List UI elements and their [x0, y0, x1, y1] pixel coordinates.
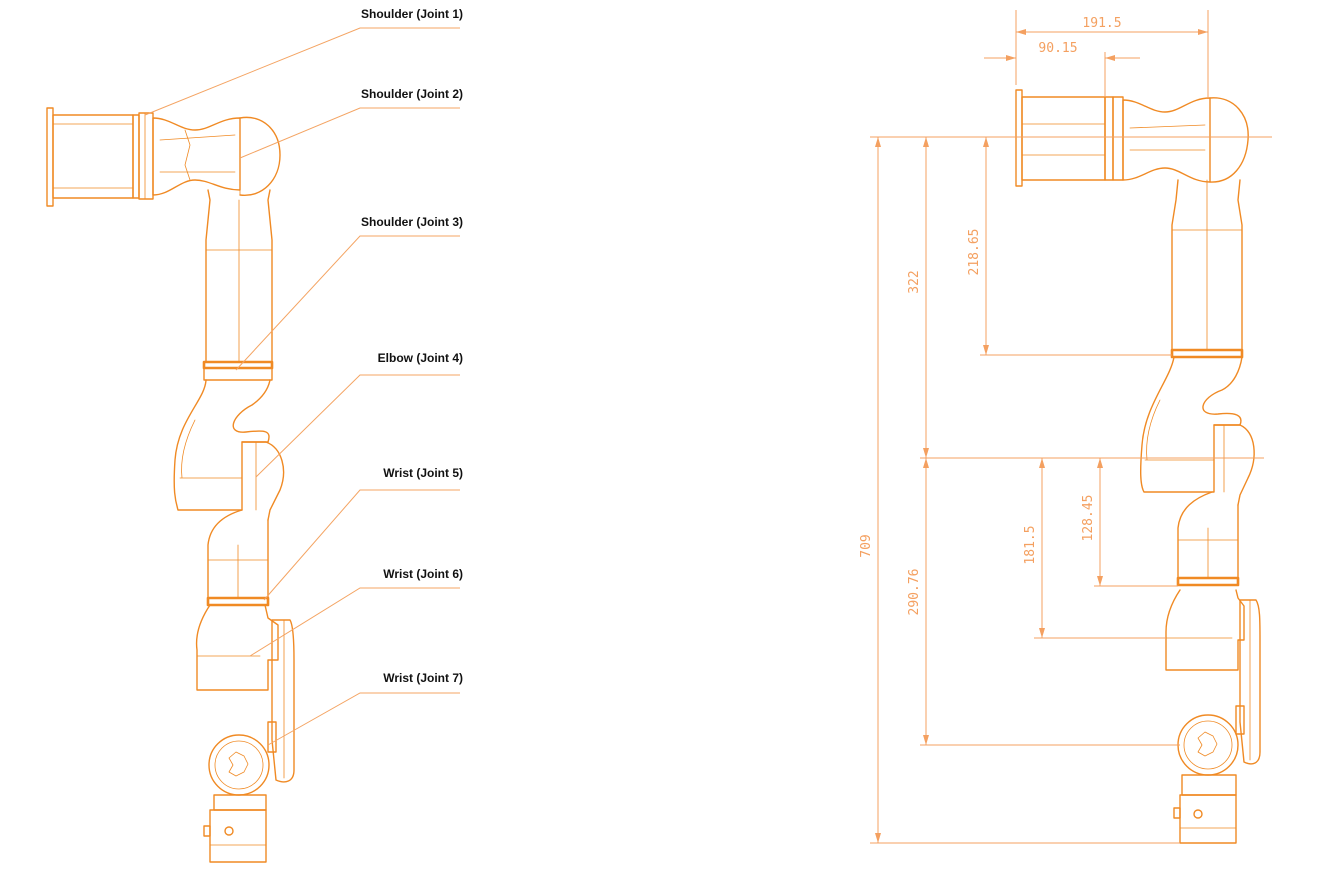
- dim-322: 322: [907, 270, 922, 293]
- dim-90-15: 90.15: [1038, 41, 1077, 56]
- dimension-values: 191.5 90.15 709 322 218.65 290.76 181.5 …: [859, 16, 1122, 615]
- dimension-lines: [870, 10, 1272, 844]
- dim-181-5: 181.5: [1023, 525, 1038, 564]
- label-elbow-joint-4: Elbow (Joint 4): [378, 351, 463, 365]
- leader-lines: [144, 27, 460, 746]
- dim-290-76: 290.76: [907, 569, 922, 616]
- label-shoulder-joint-1: Shoulder (Joint 1): [361, 7, 463, 21]
- dim-218-65: 218.65: [967, 229, 982, 276]
- joint-labels: Shoulder (Joint 1) Shoulder (Joint 2) Sh…: [361, 7, 463, 685]
- label-shoulder-joint-2: Shoulder (Joint 2): [361, 87, 463, 101]
- label-wrist-joint-6: Wrist (Joint 6): [383, 567, 463, 581]
- label-shoulder-joint-3: Shoulder (Joint 3): [361, 215, 463, 229]
- dim-128-45: 128.45: [1081, 495, 1096, 542]
- dim-191-5: 191.5: [1082, 16, 1121, 31]
- robot-arm-left-view: [46, 107, 295, 863]
- label-wrist-joint-5: Wrist (Joint 5): [383, 466, 463, 480]
- robot-arm-right-view: [1015, 89, 1261, 844]
- label-wrist-joint-7: Wrist (Joint 7): [383, 671, 463, 685]
- dim-709: 709: [859, 534, 874, 557]
